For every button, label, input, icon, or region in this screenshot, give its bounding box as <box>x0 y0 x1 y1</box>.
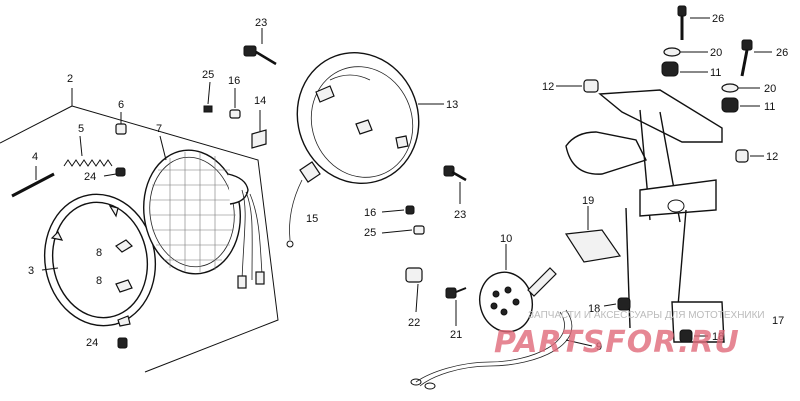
headlight-rim <box>41 193 157 327</box>
callout-19: 19 <box>582 195 594 207</box>
callout-12b: 12 <box>766 151 778 163</box>
callout-26b: 26 <box>776 47 788 59</box>
callout-8a: 8 <box>96 247 102 259</box>
sealed-beam-unit <box>142 135 265 289</box>
assembly-frame <box>0 88 279 373</box>
callout-17: 17 <box>772 315 784 327</box>
horn-10 <box>479 244 557 333</box>
callout-16a: 16 <box>228 75 240 87</box>
bracket-14 <box>251 110 267 149</box>
callout-7: 7 <box>156 123 162 135</box>
callout-10: 10 <box>500 233 512 245</box>
callout-4: 4 <box>32 151 38 163</box>
adjusting-screw <box>11 166 55 198</box>
callout-3: 3 <box>28 265 34 277</box>
washer-20 <box>663 47 760 93</box>
callout-2: 2 <box>67 73 73 85</box>
callout-18b: 18 <box>712 331 724 343</box>
bolt-23-mid <box>443 165 467 204</box>
watermark: ЗАПЧАСТИ И АКСЕССУАРЫ ДЛЯ МОТОТЕХНИКИ PA… <box>494 310 765 360</box>
callout-12a: 12 <box>542 81 554 93</box>
callout-11b: 11 <box>764 101 775 113</box>
adjusting-spring <box>63 135 113 167</box>
grommet-11 <box>661 61 760 113</box>
callout-14: 14 <box>254 95 266 107</box>
callout-21: 21 <box>450 329 462 341</box>
callout-5: 5 <box>78 123 84 135</box>
callout-26a: 26 <box>712 13 724 25</box>
bolt-21 <box>445 287 467 326</box>
callout-22: 22 <box>408 317 420 329</box>
watermark-logo: PARTSFOR.RU <box>494 325 740 360</box>
horn-wire-9 <box>410 309 593 390</box>
clip-8 <box>115 239 133 293</box>
callout-23a: 23 <box>255 17 267 29</box>
callout-20a: 20 <box>710 47 722 59</box>
headlight-case <box>296 51 444 185</box>
callout-13: 13 <box>446 99 458 111</box>
callout-16b: 16 <box>364 207 376 219</box>
nut-6 <box>115 112 127 135</box>
callout-9: 9 <box>596 341 602 353</box>
bolt-23-top <box>243 28 277 66</box>
callout-24b: 24 <box>86 337 98 349</box>
callout-8b: 8 <box>96 275 102 287</box>
bolts-16-25-left <box>203 81 241 119</box>
collar-12 <box>556 79 764 163</box>
callout-11a: 11 <box>710 67 721 79</box>
bracket-19 <box>564 206 622 263</box>
bolt-26-top <box>677 5 710 40</box>
callout-labels: 2 3 4 5 6 7 8 8 9 10 11 11 12 12 13 14 1… <box>28 13 788 353</box>
socket-15 <box>286 161 321 248</box>
callout-24a: 24 <box>84 171 96 183</box>
bolt-22 <box>405 267 423 313</box>
watermark-tagline: ЗАПЧАСТИ И АКСЕССУАРЫ ДЛЯ МОТОТЕХНИКИ <box>528 310 765 321</box>
callout-25a: 25 <box>202 69 214 81</box>
screw-24 <box>103 167 128 349</box>
bolt-26-right <box>740 39 772 77</box>
callout-20b: 20 <box>764 83 776 95</box>
bolts-16-25-mid <box>381 205 425 235</box>
callout-23b: 23 <box>454 209 466 221</box>
callout-25b: 25 <box>364 227 376 239</box>
callout-18a: 18 <box>588 303 600 315</box>
callout-6: 6 <box>118 99 124 111</box>
callout-15: 15 <box>306 213 318 225</box>
nut-18 <box>603 297 708 343</box>
